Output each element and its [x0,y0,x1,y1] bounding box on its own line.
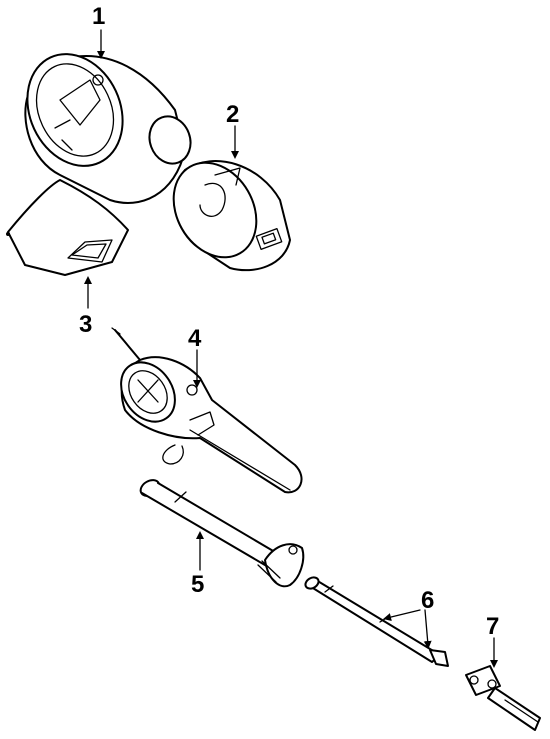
callout-2: 2 [226,101,239,128]
callout-1: 1 [92,3,105,30]
callout-7: 7 [486,613,499,640]
part-2-lower-shroud [172,160,291,272]
callout-3: 3 [79,311,92,338]
callout-leaders [84,29,498,668]
part-3-trim-cover [6,179,129,276]
callout-4: 4 [188,325,202,352]
part-4-column-housing [111,327,303,494]
part-1-upper-shroud [24,53,192,204]
part-7-universal-joint [465,665,541,731]
callout-6: 6 [421,587,434,614]
part-5-steering-shaft [139,479,305,588]
callout-5: 5 [191,571,204,598]
